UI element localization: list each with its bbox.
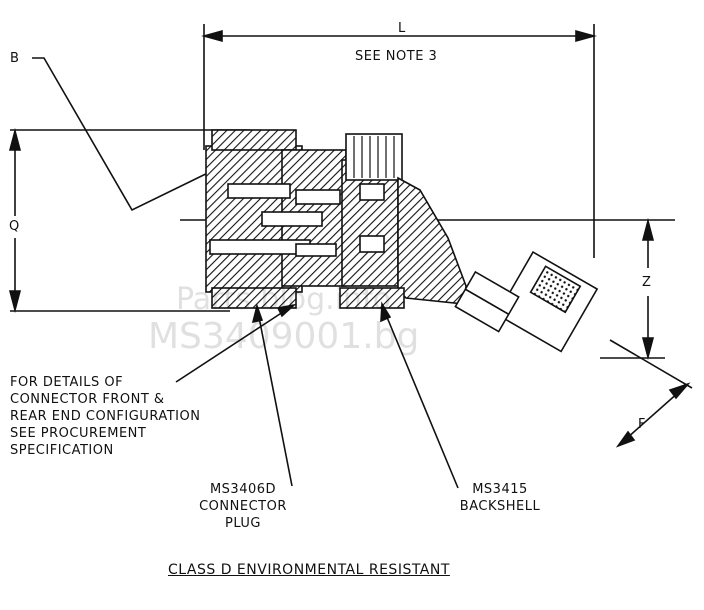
- cavity: [295, 243, 337, 257]
- dim-b-label: B: [10, 51, 20, 66]
- knurl-lines: [353, 136, 395, 178]
- knurl-nut: [345, 133, 403, 181]
- plug-label: MS3406D: [209, 482, 277, 497]
- arrow: [641, 337, 655, 361]
- drawing-title: CLASS D ENVIRONMENTAL RESISTANT: [168, 562, 450, 578]
- details-note-line: SPECIFICATION: [10, 443, 114, 458]
- arrow: [641, 217, 655, 241]
- extension-line: [609, 339, 693, 389]
- dim-z-label: Z: [642, 275, 652, 290]
- note-label: SEE NOTE 3: [355, 49, 438, 64]
- cavity: [359, 183, 385, 201]
- arrow: [575, 29, 597, 43]
- details-note-line: CONNECTOR FRONT &: [10, 392, 165, 407]
- plug-callout: MS3406D CONNECTOR PLUG: [178, 481, 308, 532]
- leader-plug: [257, 311, 293, 487]
- dim-l-label: L: [398, 21, 406, 36]
- backshell-label: BACKSHELL: [459, 499, 541, 514]
- backshell-callout: MS3415 BACKSHELL: [440, 481, 560, 515]
- backshell: [397, 176, 467, 305]
- dim-q-label: Q: [9, 219, 20, 234]
- backshell-band: [339, 287, 405, 309]
- cavity: [261, 211, 323, 227]
- leader-details: [175, 309, 287, 383]
- plug-label: PLUG: [224, 516, 262, 531]
- arrow: [276, 303, 297, 318]
- coupling-ring: [211, 287, 297, 309]
- cavity: [227, 183, 291, 199]
- arrow: [380, 301, 392, 323]
- details-note-line: FOR DETAILS OF: [10, 375, 124, 390]
- arrow: [8, 127, 22, 151]
- backshell-label: MS3415: [472, 482, 528, 497]
- cavity: [209, 239, 311, 255]
- watermark: Parts.blog.info: [176, 282, 391, 317]
- arrow: [615, 430, 636, 448]
- dim-f-label: F: [638, 417, 646, 432]
- details-note: FOR DETAILS OF CONNECTOR FRONT & REAR EN…: [10, 374, 200, 459]
- leader-b: [32, 57, 219, 212]
- cavity: [295, 189, 341, 205]
- leader-backshell: [383, 309, 459, 489]
- details-note-line: REAR END CONFIGURATION: [10, 409, 201, 424]
- arrow: [251, 303, 264, 324]
- cable-clamp: [454, 250, 599, 353]
- arrow: [201, 29, 223, 43]
- details-note-line: SEE PROCUREMENT: [10, 426, 147, 441]
- cavity: [359, 235, 385, 253]
- watermark: MS3409001.bg: [148, 316, 420, 357]
- coupling-ring: [211, 129, 297, 151]
- plug-label: CONNECTOR: [199, 499, 287, 514]
- arrow: [668, 382, 691, 400]
- arrow: [8, 290, 22, 314]
